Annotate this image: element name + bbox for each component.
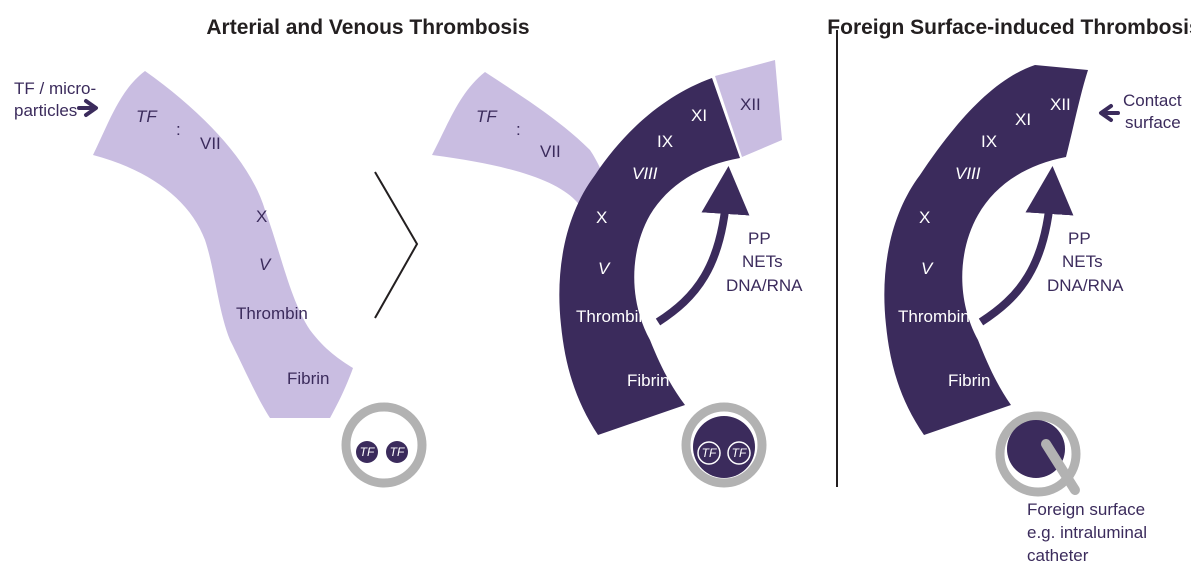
foreign-surface-label-line2: e.g. intraluminal [1027,523,1147,542]
p3-fibrin-label: Fibrin [948,371,991,390]
progression-chevron-icon [375,172,417,318]
p2-vessel-tf-1: TF [702,446,717,460]
p2-colon-label: : [516,120,521,139]
p3-v-label: V [921,259,934,278]
contact-surface-arrow-icon [1101,106,1118,120]
p3-nets-label: NETs [1062,252,1103,271]
p2-ix-label: IX [657,132,673,151]
p2-v-label: V [598,259,611,278]
p1-tf-label: TF [136,107,158,126]
p1-vessel-ring [346,407,422,483]
left-title: Arterial and Venous Thrombosis [206,16,529,39]
p2-viii-label: VIII [632,164,658,183]
tf-microparticles-label-line1: TF / micro- [14,79,96,98]
initiation-band [93,71,353,418]
p1-thrombin-label: Thrombin [236,304,308,323]
foreign-surface-label-line3: catheter [1027,546,1089,565]
panel-amplification: TF : VII XII XI IX VIII X V Thrombin Fib… [432,60,803,483]
p3-dna-label: DNA/RNA [1047,276,1124,295]
p3-feedback-arrow-icon [981,190,1051,322]
p3-ix-label: IX [981,132,997,151]
p3-pp-label: PP [1068,229,1091,248]
p2-nets-label: NETs [742,252,783,271]
contact-surface-label-line1: Contact [1123,91,1182,110]
p1-vessel-tf-1: TF [360,445,375,459]
p3-xi-label: XI [1015,110,1031,129]
p1-v-label: V [259,255,272,274]
contact-surface-label-line2: surface [1125,113,1181,132]
p2-vii-label: VII [540,142,561,161]
panel-foreign-surface: Contact surface XII XI IX VIII X V Throm… [884,65,1182,565]
panel-initiation: TF / micro- particles TF : VII X V Throm… [14,71,422,483]
p2-x-label: X [596,208,607,227]
tf-microparticles-label-line2: particles [14,101,77,120]
p2-xi-label: XI [691,106,707,125]
foreign-surface-label-line1: Foreign surface [1027,500,1145,519]
p3-xii-label: XII [1050,95,1071,114]
p2-thrombin-label: Thrombin [576,307,648,326]
p2-vessel-tf-2: TF [732,446,747,460]
p1-colon-label: : [176,120,181,139]
p1-vii-label: VII [200,134,221,153]
p2-xii-label: XII [740,95,761,114]
p2-fibrin-label: Fibrin [627,371,670,390]
p2-dna-label: DNA/RNA [726,276,803,295]
p3-x-label: X [919,208,930,227]
p3-thrombin-label: Thrombin [898,307,970,326]
p2-feedback-arrow-icon [658,190,727,322]
p1-x-label: X [256,207,267,226]
tf-input-arrow-icon [79,101,96,115]
p3-viii-label: VIII [955,164,981,183]
p2-pp-label: PP [748,229,771,248]
p2-tf-label: TF [476,107,498,126]
p1-fibrin-label: Fibrin [287,369,330,388]
p1-vessel-tf-2: TF [390,445,405,459]
right-title: Foreign Surface-induced Thrombosis [827,16,1191,39]
